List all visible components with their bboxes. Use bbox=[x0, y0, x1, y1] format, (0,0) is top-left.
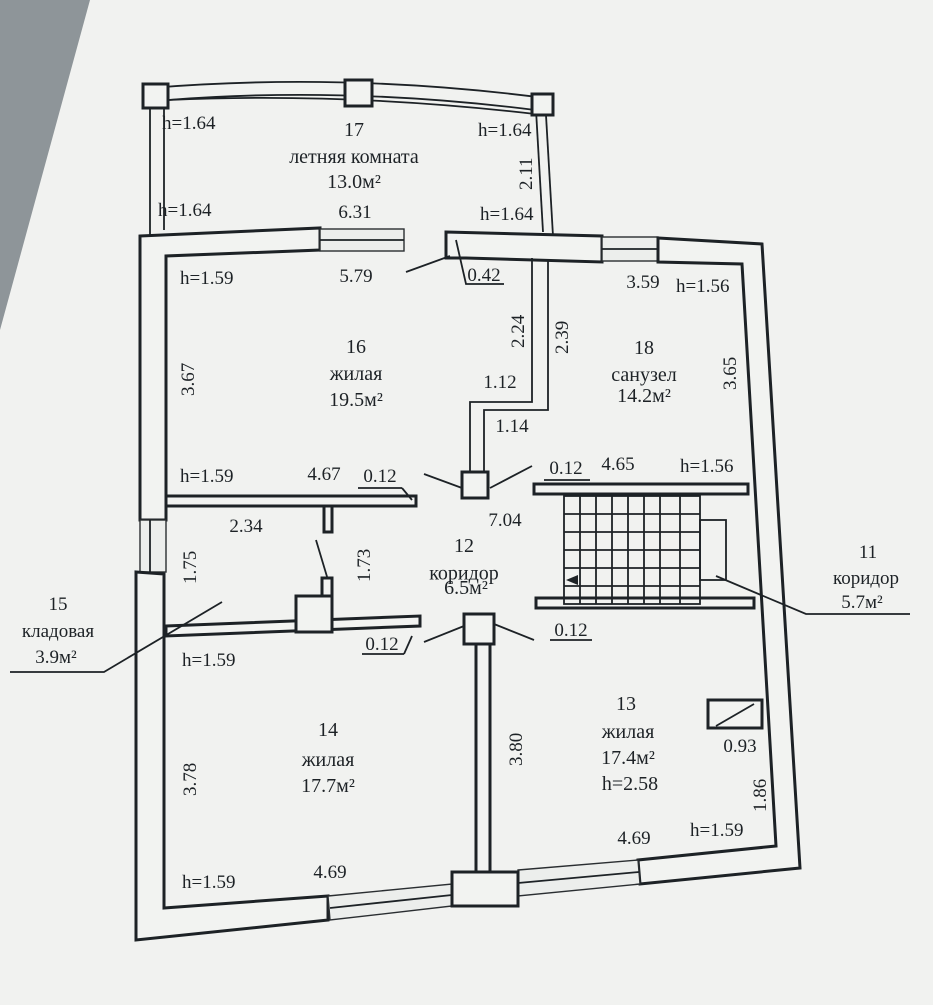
dim-359: 3.59 bbox=[626, 272, 659, 293]
wall-16-stub bbox=[322, 504, 334, 534]
dim-173: 1.73 bbox=[354, 549, 375, 582]
column-corridor-top bbox=[460, 470, 490, 500]
column-17-right bbox=[530, 92, 555, 117]
door-swing-13 bbox=[493, 623, 535, 641]
dim-224: 2.24 bbox=[508, 314, 529, 348]
room13-height: h=2.58 bbox=[602, 773, 658, 795]
dim-012-c: 0.12 bbox=[365, 634, 398, 655]
dim-012-b: 0.12 bbox=[549, 458, 582, 479]
dim-467: 4.67 bbox=[307, 464, 340, 485]
door-swing-16 bbox=[423, 473, 463, 489]
column-17-left bbox=[141, 82, 170, 110]
room11-number: 11 bbox=[859, 542, 877, 563]
dim-631: 6.31 bbox=[338, 202, 371, 223]
room12-area: 6.5м² bbox=[444, 577, 488, 599]
room14-window-line bbox=[329, 894, 453, 909]
leader-15 bbox=[10, 601, 223, 673]
dim-211: 2.11 bbox=[516, 157, 537, 190]
column-15 bbox=[294, 594, 334, 634]
height-16-bl: h=1.59 bbox=[180, 466, 233, 487]
room13-number: 13 bbox=[616, 693, 636, 715]
room17-right-wall bbox=[544, 97, 554, 237]
dim-234: 2.34 bbox=[229, 516, 263, 537]
column-17-mid bbox=[343, 78, 374, 108]
room17-area: 13.0м² bbox=[327, 171, 381, 193]
room11-area: 5.7м² bbox=[841, 592, 883, 613]
room13-window-line bbox=[517, 871, 640, 884]
column-corridor-bottom bbox=[462, 612, 496, 646]
tick-012c bbox=[403, 635, 413, 655]
room14-name: жилая bbox=[301, 749, 355, 771]
dim-042: 0.42 bbox=[467, 265, 500, 286]
room16-name: жилая bbox=[329, 363, 383, 385]
dim-378: 3.78 bbox=[180, 763, 201, 796]
top-wall-middle bbox=[444, 230, 604, 264]
height-17-tr: h=1.64 bbox=[478, 120, 532, 141]
dim-469-b: 4.69 bbox=[617, 828, 650, 849]
room12-number: 12 bbox=[454, 535, 474, 557]
height-14-bl: h=1.59 bbox=[182, 872, 235, 893]
dim-175: 1.75 bbox=[180, 551, 201, 584]
dim-239: 2.39 bbox=[552, 321, 573, 354]
dim-186: 1.86 bbox=[750, 779, 771, 812]
room13-area: 17.4м² bbox=[601, 747, 655, 769]
dim-012-d: 0.12 bbox=[554, 620, 587, 641]
dim-012-a: 0.12 bbox=[363, 466, 396, 487]
room13-name: жилая bbox=[601, 721, 655, 743]
wall-16-18-b bbox=[483, 260, 549, 474]
room14-number: 14 bbox=[318, 719, 338, 741]
room17-number: 17 bbox=[344, 119, 364, 141]
fixture-13-diagonal bbox=[715, 703, 755, 727]
dim-704: 7.04 bbox=[488, 510, 522, 531]
room17-right-wall-inner bbox=[535, 109, 544, 233]
dim-465: 4.65 bbox=[601, 454, 634, 475]
door-swing-14 bbox=[423, 625, 465, 643]
door-swing-17 bbox=[405, 255, 451, 273]
dim-367: 3.67 bbox=[178, 363, 199, 396]
height-17-tl: h=1.64 bbox=[162, 113, 216, 134]
dim-093: 0.93 bbox=[723, 736, 756, 757]
room18-number: 18 bbox=[634, 337, 654, 359]
room12-name: коридор bbox=[429, 563, 499, 585]
door-15 bbox=[315, 539, 329, 581]
height-14-tl: h=1.59 bbox=[182, 650, 235, 671]
wall-18-bottom bbox=[532, 482, 750, 496]
dim-112: 1.12 bbox=[483, 372, 516, 393]
wall-16-18-a bbox=[469, 258, 533, 474]
room16-number: 16 bbox=[346, 336, 366, 358]
height-13-br: h=1.59 bbox=[690, 820, 743, 841]
dim-380: 3.80 bbox=[506, 733, 527, 766]
room11-name: коридор bbox=[833, 568, 899, 589]
room18-area: 14.2м² bbox=[617, 385, 671, 407]
dim-365: 3.65 bbox=[720, 357, 741, 390]
leader-042 bbox=[455, 239, 504, 285]
room15-area: 3.9м² bbox=[35, 647, 77, 668]
height-17-br: h=1.64 bbox=[480, 204, 534, 225]
room15-name: кладовая bbox=[22, 621, 94, 642]
room18-name: санузел bbox=[611, 364, 676, 386]
room14-area: 17.7м² bbox=[301, 775, 355, 797]
wall-15-14 bbox=[164, 614, 422, 638]
room15-number: 15 bbox=[49, 594, 68, 615]
room17-name: летняя комната bbox=[289, 146, 419, 168]
height-16-tl: h=1.59 bbox=[180, 268, 233, 289]
door-15-jamb bbox=[320, 576, 334, 598]
dim-114: 1.14 bbox=[495, 416, 529, 437]
height-18-br: h=1.56 bbox=[680, 456, 733, 477]
dim-579: 5.79 bbox=[339, 266, 372, 287]
door-swing-18 bbox=[489, 465, 533, 489]
left-window bbox=[139, 519, 167, 573]
leader-11 bbox=[715, 575, 910, 615]
height-18-tr: h=1.56 bbox=[676, 276, 729, 297]
wall-stairs-bottom bbox=[534, 596, 756, 610]
wall-16-bottom bbox=[164, 494, 418, 508]
wall-14-13 bbox=[474, 634, 492, 874]
tick-012a bbox=[401, 487, 413, 501]
height-17-bl: h=1.64 bbox=[158, 200, 212, 221]
room16-area: 19.5м² bbox=[329, 389, 383, 411]
dim-469-a: 4.69 bbox=[313, 862, 346, 883]
bottom-column bbox=[450, 870, 520, 908]
stairs bbox=[563, 495, 727, 605]
